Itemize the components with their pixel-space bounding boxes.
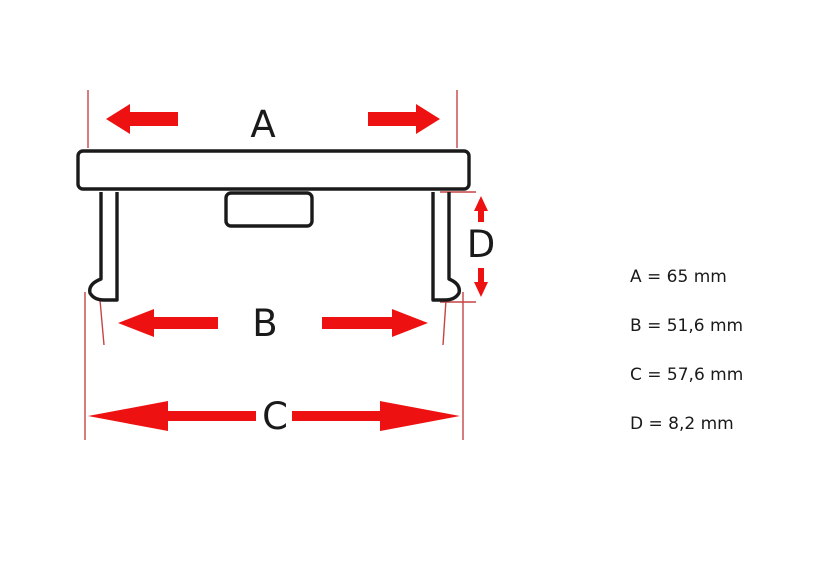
dimension-legend: A = 65 mm B = 51,6 mm C = 57,6 mm D = 8,… <box>630 262 743 458</box>
center-tab <box>224 191 314 228</box>
part-outline <box>76 149 471 302</box>
label-c: C <box>262 395 288 438</box>
arrow-c-right <box>292 401 460 431</box>
arrow-c-left <box>88 401 256 431</box>
arrow-d-up <box>474 196 488 222</box>
legend-item-d: D = 8,2 mm <box>630 414 734 434</box>
label-b: B <box>252 302 277 345</box>
arrow-a-left <box>106 104 178 134</box>
dimension-arrows <box>88 104 488 431</box>
top-plate <box>76 149 471 191</box>
legend-item-b: B = 51,6 mm <box>630 316 744 336</box>
label-a: A <box>250 103 275 146</box>
arrow-b-right <box>322 309 428 337</box>
arrow-a-right <box>368 104 440 134</box>
legend-item-a: A = 65 mm <box>630 267 727 287</box>
right-clip <box>431 192 461 302</box>
extension-lines <box>84 90 476 440</box>
arrow-b-left <box>118 309 218 337</box>
arrow-d-down <box>474 268 488 297</box>
legend-item-c: C = 57,6 mm <box>630 365 744 385</box>
label-d: D <box>467 223 496 266</box>
left-clip <box>88 192 119 302</box>
